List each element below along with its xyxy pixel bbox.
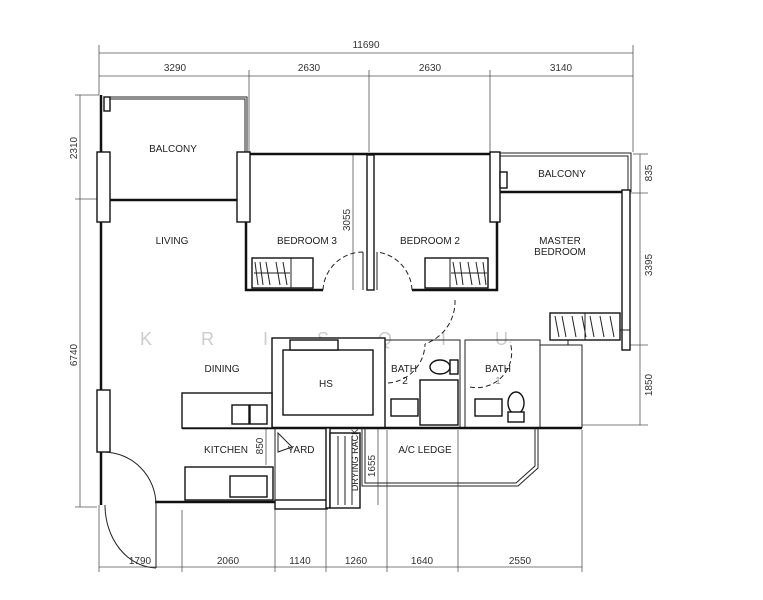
dim-bottom-5: 1640 [411, 556, 434, 567]
label-ac-ledge: A/C LEDGE [398, 445, 452, 456]
label-balcony-living: BALCONY [149, 144, 197, 155]
label-bedroom-2: BEDROOM 2 [400, 236, 460, 247]
label-bath-1-num: 1 [495, 376, 501, 387]
dim-top-4: 3140 [550, 63, 573, 74]
dim-bedroom-depth: 3055 [342, 208, 353, 231]
label-yard: YARD [287, 445, 314, 456]
label-master-2: BEDROOM [534, 247, 586, 258]
label-living: LIVING [156, 236, 189, 247]
dim-right-2: 3395 [644, 253, 655, 276]
doors [103, 251, 513, 569]
label-bath-2: BATH [391, 364, 417, 375]
label-bedroom-3: BEDROOM 3 [277, 236, 337, 247]
label-hs: HS [319, 379, 333, 390]
dim-top-2: 2630 [298, 63, 321, 74]
dim-left-2: 6740 [69, 343, 80, 366]
dim-right-3: 1850 [644, 373, 655, 396]
label-dining: DINING [205, 364, 240, 375]
label-kitchen: KITCHEN [204, 445, 248, 456]
wardrobes [251, 257, 621, 341]
fixtures [390, 359, 525, 423]
dim-right-1: 835 [644, 164, 655, 181]
dim-top-3: 2630 [419, 63, 442, 74]
dim-bottom-1: 1790 [129, 556, 152, 567]
dim-drying: 1655 [367, 454, 378, 477]
dim-top-1: 3290 [164, 63, 187, 74]
dim-kitchen: 850 [255, 437, 266, 454]
dim-bottom-3: 1140 [289, 556, 311, 567]
dim-bottom-4: 1260 [345, 556, 368, 567]
walls [96, 95, 632, 510]
dim-bottom-6: 2550 [509, 556, 532, 567]
dim-left-1: 2310 [69, 136, 80, 159]
dimension-lines [75, 45, 648, 572]
dim-bottom-2: 2060 [217, 556, 240, 567]
label-master-1: MASTER [539, 236, 581, 247]
label-drying-rack: DRYING RACK [350, 429, 360, 491]
label-bath-2-num: 2 [402, 376, 408, 387]
label-bath-1: BATH [485, 364, 511, 375]
label-balcony-master: BALCONY [538, 169, 586, 180]
dim-overall-width: 11690 [352, 40, 380, 51]
